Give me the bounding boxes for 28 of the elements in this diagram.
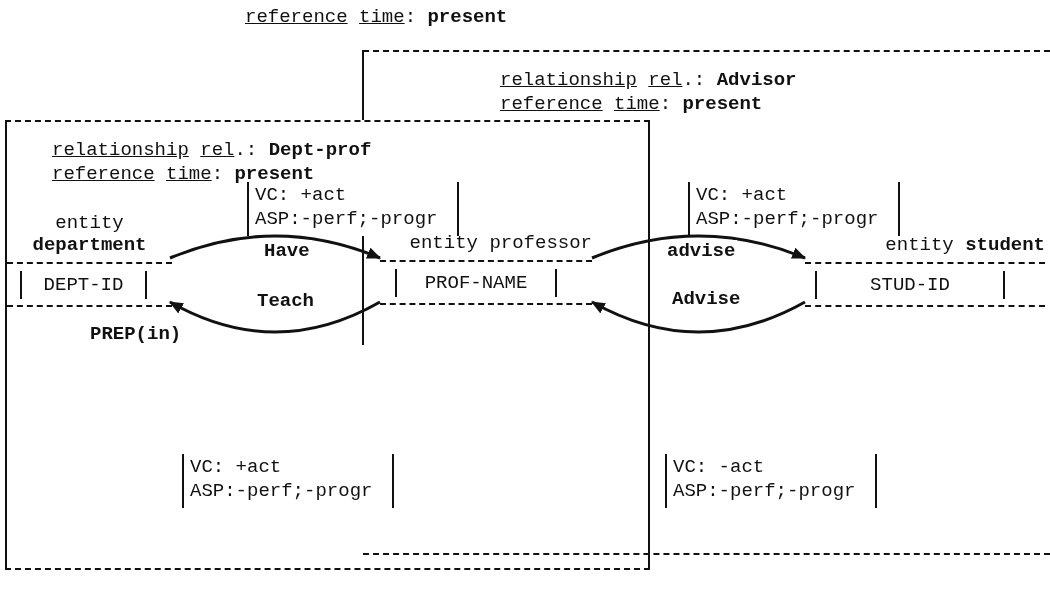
feature-text: ASP:-perf;-progr <box>673 479 857 503</box>
attribute-field: PROF-NAME <box>395 268 557 297</box>
feature-text: ASP:-perf;-progr <box>696 207 880 231</box>
feature-bracket <box>247 182 459 236</box>
frame-heading: relationship rel.: Advisor <box>500 68 798 92</box>
curved-arrow <box>590 300 806 334</box>
feature-text: VC: +act <box>255 183 348 207</box>
curved-arrow <box>168 300 381 334</box>
entity-name: entity professor <box>408 232 592 256</box>
frame-heading: reference time: present <box>245 5 508 29</box>
attribute-field: DEPT-ID <box>20 270 147 299</box>
frame-heading: relationship rel.: Dept-prof <box>52 138 373 162</box>
feature-text: VC: +act <box>696 183 789 207</box>
curved-arrow <box>591 234 807 260</box>
feature-text: ASP:-perf;-progr <box>190 479 374 503</box>
curved-arrow <box>169 234 382 260</box>
attribute-field: STUD-ID <box>815 270 1005 299</box>
feature-bracket <box>182 454 394 508</box>
feature-bracket <box>665 454 877 508</box>
feature-bracket <box>688 182 900 236</box>
entity-name: entity student <box>884 234 1045 258</box>
frame-heading: reference time: present <box>500 92 764 116</box>
feature-text: ASP:-perf;-progr <box>255 207 439 231</box>
feature-text: VC: +act <box>190 455 283 479</box>
entity-name: entity department <box>31 212 148 258</box>
frame-heading: reference time: present <box>52 162 316 186</box>
feature-text: VC: -act <box>673 455 766 479</box>
relation-note: PREP(in) <box>90 322 182 346</box>
